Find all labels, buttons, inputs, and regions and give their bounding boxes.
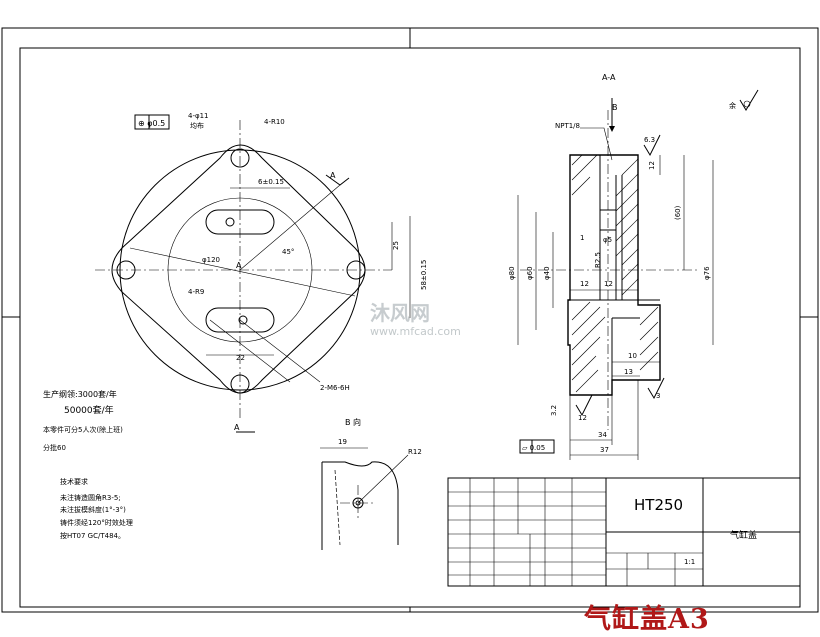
dim-12-top: 12	[648, 161, 656, 170]
flatness-box-text: ▱ 0.05	[522, 444, 545, 452]
dim-slot-width: 6±0.15	[258, 178, 284, 186]
general-roughness-symbol: 余	[729, 89, 759, 111]
dim-vertical-58: 58±0.15	[420, 260, 428, 290]
section-annotations: A-A B NPT1/8 6.3 12 (60) 1 φ5 R2.5 φ80 φ…	[508, 73, 711, 454]
note-line4: 分批60	[43, 443, 66, 452]
rough-symbol-text: 余	[729, 101, 736, 110]
watermark-sub: www.mfcad.com	[370, 325, 461, 338]
plan-annotations: ⊕ φ0.5 4-φ11 均布 4-R10 6±0.15 A 45° φ120 …	[138, 112, 428, 432]
title-block: HT250 气缸盖 1:1	[447, 477, 801, 587]
dim-60-paren: (60)	[674, 205, 682, 220]
tech-item4: 按HT07 GC/T484。	[60, 531, 125, 540]
view-b-dim-19: 19	[338, 438, 347, 446]
hole-top	[230, 148, 250, 168]
dim-radius-corner: 4-R10	[264, 118, 285, 126]
dim-vertical-25: 25	[392, 241, 400, 250]
dim-phi80: φ80	[508, 266, 516, 280]
dim-phi5: φ5	[603, 236, 612, 244]
rough-63: 6.3	[644, 136, 655, 144]
view-b: B 向 19 R12	[320, 417, 422, 550]
sheet-stamp: 气缸盖A3	[583, 603, 710, 635]
dim-diameter: φ120	[202, 256, 220, 264]
dim-phi76: φ76	[703, 266, 711, 280]
hole-left	[116, 260, 136, 280]
dim-tapped: 2-M6-6H	[320, 384, 350, 392]
hole-bottom	[230, 374, 250, 394]
dim-holes: 4-φ11	[188, 112, 209, 120]
dim-phi60: φ60	[526, 266, 534, 280]
note-line1: 生产纲领:3000套/年	[43, 389, 117, 399]
slot-top	[205, 209, 275, 235]
dim-37: 37	[600, 446, 609, 454]
sheet-number: 1:1	[684, 558, 695, 566]
part-name: 气缸盖	[730, 529, 757, 541]
dim-thread: NPT1/8	[555, 122, 580, 130]
section-marker-a: A	[330, 171, 336, 180]
section-view	[517, 98, 714, 460]
dim-12-bottom: 12	[578, 414, 587, 422]
watermark-main: 沐风网	[370, 301, 430, 325]
view-b-title: B 向	[345, 417, 361, 427]
production-notes: 生产纲领:3000套/年 50000套/年 本零件可分5人次(除上班) 分批60	[43, 389, 123, 452]
hole-right	[346, 260, 366, 280]
dim-r25: R2.5	[594, 252, 602, 268]
dim-angle: 45°	[282, 248, 294, 256]
note-line3: 本零件可分5人次(除上班)	[43, 425, 123, 434]
tolerance-box-text: ⊕ φ0.5	[138, 119, 165, 128]
dim-1: 1	[580, 234, 584, 242]
dim-34: 34	[598, 431, 607, 439]
technical-requirements: 技术要求 未注铸造圆角R3-5; 未注拔模斜度(1°-3°) 铸件须经120°时…	[60, 477, 133, 540]
dim-slot-length: 22	[236, 354, 245, 362]
note-line2: 50000套/年	[64, 404, 114, 416]
tech-title: 技术要求	[60, 477, 88, 486]
tech-item1: 未注铸造圆角R3-5;	[60, 493, 121, 502]
material-label: HT250	[634, 496, 683, 514]
dim-phi40: φ40	[543, 266, 551, 280]
side-rough: 3	[656, 392, 660, 400]
drawing-frame	[1, 27, 819, 613]
view-b-arrow-label: B	[612, 103, 618, 112]
view-b-radius: R12	[408, 448, 422, 456]
slot-bottom	[205, 307, 275, 333]
tech-item3: 铸件须经120°时效处理	[60, 518, 133, 527]
dim-12b: 12	[604, 280, 613, 288]
watermark: 沐风网 www.mfcad.com	[370, 301, 461, 338]
dim-10: 10	[628, 352, 637, 360]
section-label: A-A	[602, 73, 616, 82]
section-marker-a-bottom: A	[234, 423, 240, 432]
dim-radius-slot: 4-R9	[188, 288, 204, 296]
center-label: A	[236, 261, 242, 270]
dim-13: 13	[624, 368, 633, 376]
dim-hole-note: 均布	[190, 121, 204, 130]
dim-12a: 12	[580, 280, 589, 288]
tech-item2: 未注拔模斜度(1°-3°)	[60, 505, 126, 514]
plan-view	[95, 114, 411, 433]
dim-32: 3.2	[550, 405, 558, 416]
